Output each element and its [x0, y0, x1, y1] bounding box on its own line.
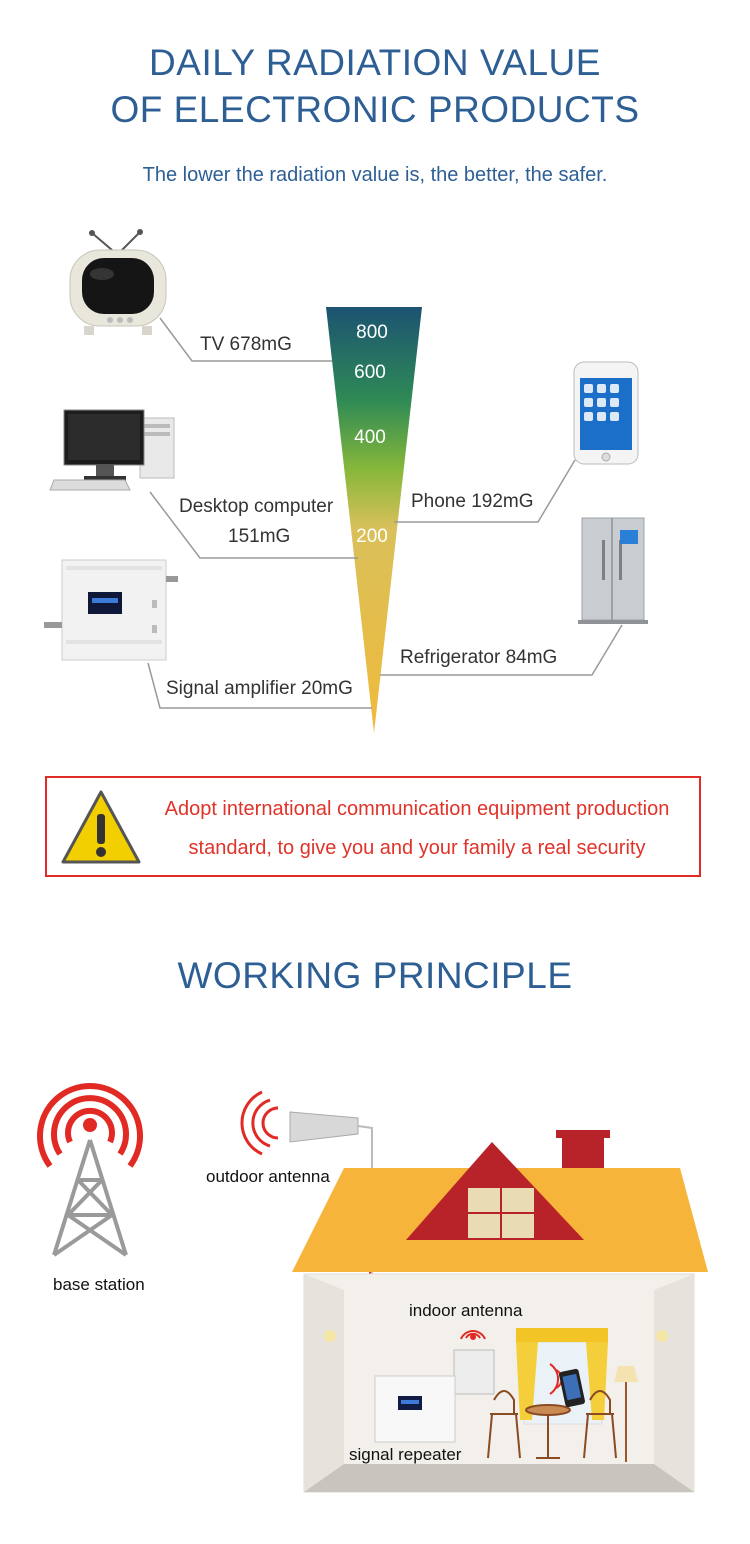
refrigerator-label: Refrigerator 84mG: [400, 647, 558, 668]
attic-window: [468, 1188, 534, 1238]
outdoor-antenna-label: outdoor antenna: [206, 1167, 330, 1186]
indoor-antenna-icon: [453, 1330, 495, 1395]
fridge-connector: [380, 624, 623, 676]
indoor-antenna-label: indoor antenna: [409, 1301, 523, 1320]
amplifier-label: Signal amplifier 20mG: [166, 678, 353, 699]
scale-tick-600: 600: [354, 362, 386, 383]
callout-line2: standard, to give you and your family a …: [188, 837, 646, 859]
callout-line1: Adopt international communication equipm…: [164, 798, 670, 820]
signal-repeater-label: signal repeater: [349, 1445, 462, 1464]
phone-label: Phone 192mG: [411, 491, 534, 512]
scale-tick-200: 200: [356, 526, 388, 547]
tv-label: TV 678mG: [200, 334, 292, 355]
principle-title: WORKING PRINCIPLE: [177, 955, 573, 996]
radiation-diagram: [44, 229, 648, 733]
indoor-phone-icon: [549, 1363, 585, 1408]
desktop-icon: [49, 409, 175, 491]
phone-icon: [573, 361, 639, 465]
scale-tick-800: 800: [356, 322, 388, 343]
amplifier-icon: [44, 559, 178, 661]
refrigerator-icon: [578, 517, 648, 624]
tv-connector: [159, 317, 332, 362]
desktop-connector: [149, 491, 358, 559]
desktop-value: 151mG: [228, 526, 291, 547]
page-title-line2: OF ELECTRONIC PRODUCTS: [110, 89, 640, 130]
base-station-icon: [37, 1083, 143, 1257]
scale-tick-400: 400: [354, 427, 386, 448]
page-subtitle: The lower the radiation value is, the be…: [142, 164, 608, 186]
radiation-funnel: [326, 307, 422, 733]
house-interior: [303, 1273, 695, 1493]
furniture: [487, 1390, 617, 1459]
desktop-label: Desktop computer: [179, 496, 334, 517]
amplifier-connector: [147, 662, 372, 709]
base-station-label: base station: [53, 1275, 145, 1294]
working-principle-diagram: [37, 1083, 708, 1493]
page-title-line1: DAILY RADIATION VALUE: [149, 42, 601, 83]
repeater-icon: [374, 1375, 456, 1443]
phone-connector: [394, 459, 576, 523]
warning-icon: [61, 790, 141, 864]
security-callout: Adopt international communication equipm…: [45, 776, 701, 877]
tv-icon: [69, 229, 167, 335]
